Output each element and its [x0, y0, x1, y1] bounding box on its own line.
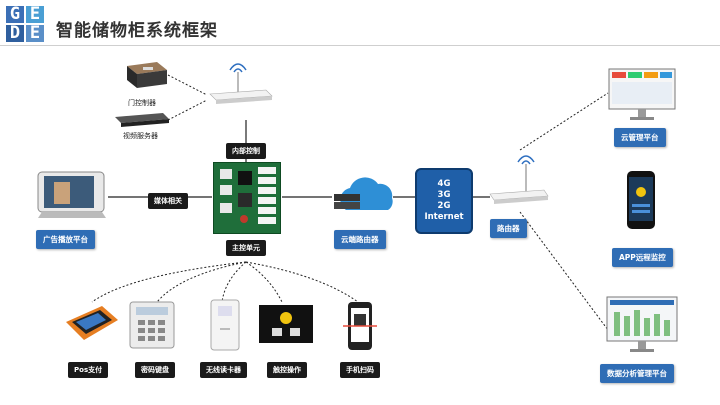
main-control-board — [213, 162, 281, 234]
network-internet: Internet — [424, 212, 464, 222]
title-divider — [0, 45, 720, 46]
cloud-platform-tag: 云管理平台 — [614, 128, 666, 147]
data-platform-tag: 数据分析管理平台 — [600, 364, 674, 383]
wifi-router-right — [488, 150, 550, 210]
logo-letter: G — [6, 6, 24, 23]
logo-letter: E — [26, 25, 44, 42]
ad-kiosk-device — [36, 168, 108, 220]
gede-logo: G E D E — [6, 6, 46, 42]
touch-op-tag: 触控操作 — [267, 362, 307, 378]
network-2g: 2G — [437, 201, 451, 211]
page-title: 智能储物柜系统框架 — [56, 21, 218, 41]
app-monitor-tag: APP远程监控 — [612, 248, 673, 267]
cloud-platform-monitor — [608, 68, 676, 122]
logo-letter: E — [26, 6, 44, 23]
video-server-device — [113, 112, 171, 127]
pos-terminal-device — [62, 302, 122, 344]
cloud-router-tag: 云端路由器 — [334, 230, 386, 249]
network-types-box: 4G 3G 2G Internet — [415, 168, 473, 234]
card-reader-tag: 无线读卡器 — [200, 362, 247, 378]
door-controller-device — [123, 60, 169, 90]
data-platform-monitor — [606, 296, 678, 354]
router-tag: 路由器 — [490, 219, 527, 238]
keypad-tag: 密码键盘 — [135, 362, 175, 378]
app-phone-device — [626, 170, 656, 230]
network-3g: 3G — [437, 190, 451, 200]
video-server-label: 视频服务器 — [123, 132, 158, 140]
touch-panel-device — [258, 304, 314, 344]
wifi-router-top — [208, 62, 274, 107]
network-4g: 4G — [437, 179, 451, 189]
cloud-router-device — [332, 172, 396, 220]
phone-scan-device — [343, 300, 377, 352]
main-unit-tag: 主控单元 — [226, 240, 266, 256]
logo-letter: D — [6, 25, 24, 42]
media-related-tag: 媒体相关 — [148, 193, 188, 209]
card-reader-device — [208, 298, 242, 352]
ad-platform-tag: 广告播放平台 — [36, 230, 95, 249]
pos-pay-tag: Pos支付 — [68, 362, 109, 378]
phone-scan-tag: 手机扫码 — [340, 362, 380, 378]
door-controller-label: 门控制器 — [128, 99, 156, 107]
keypad-device — [128, 300, 176, 350]
internal-control-tag: 内部控制 — [226, 143, 266, 159]
